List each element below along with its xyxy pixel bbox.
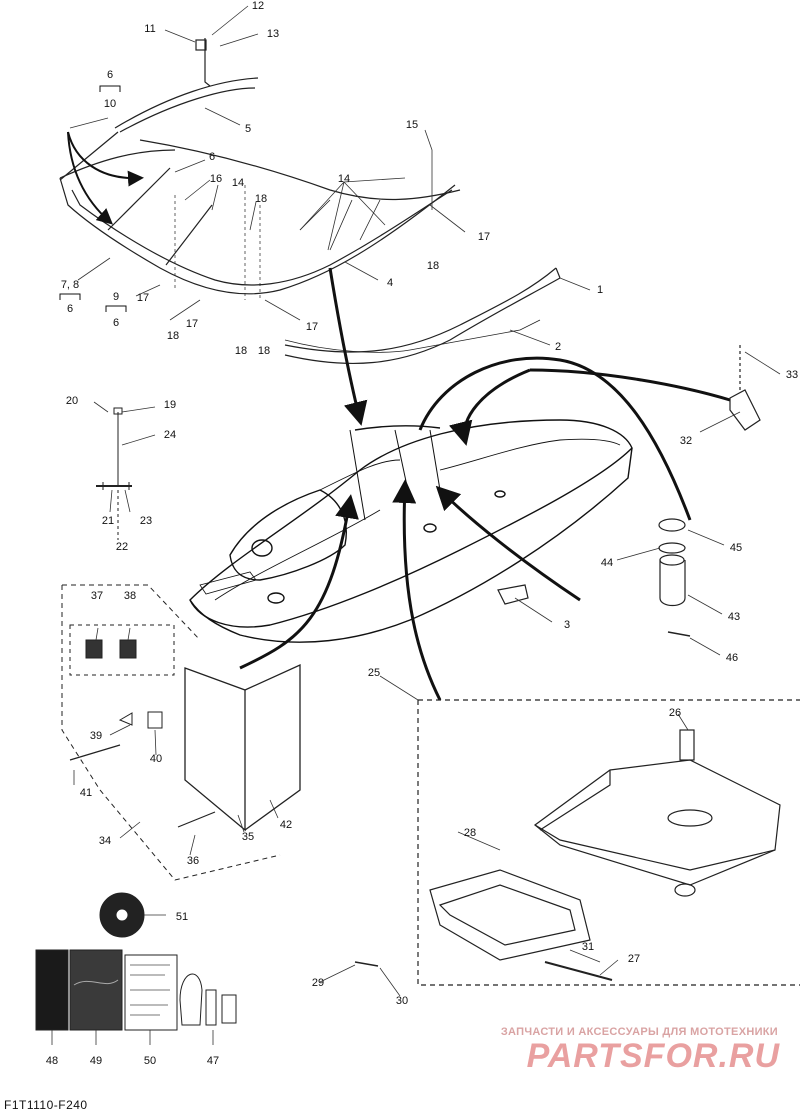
callout-33: 33 <box>786 369 798 381</box>
callout-21: 21 <box>102 515 114 527</box>
callout-22: 22 <box>116 541 128 553</box>
callout-49: 49 <box>90 1055 102 1067</box>
callout-6: 6 <box>209 151 215 163</box>
callout-3: 3 <box>564 619 570 631</box>
callout-1: 1 <box>597 284 603 296</box>
callout-5: 5 <box>245 123 251 135</box>
callout-leaders <box>51 5 781 1045</box>
console-cover-group <box>354 699 800 986</box>
documents-group <box>35 892 237 1031</box>
callout-47: 47 <box>207 1055 219 1067</box>
callout-31: 31 <box>582 941 594 953</box>
callout-6: 6 <box>107 69 113 81</box>
callout-40: 40 <box>150 753 162 765</box>
callout-4: 4 <box>387 277 393 289</box>
callout-18: 18 <box>258 345 270 357</box>
diagram-part-code: F1T1110-F240 <box>4 1098 88 1112</box>
group-brackets <box>59 85 127 312</box>
callout-45: 45 <box>730 542 742 554</box>
callout-41: 41 <box>80 787 92 799</box>
callout-48: 48 <box>46 1055 58 1067</box>
callout-30: 30 <box>396 995 408 1007</box>
callout-37: 37 <box>91 590 103 602</box>
callout-6: 6 <box>67 303 73 315</box>
bolt-bracket-group <box>96 407 132 540</box>
callout-32: 32 <box>680 435 692 447</box>
callout-17: 17 <box>478 231 490 243</box>
callout-51: 51 <box>176 911 188 923</box>
callout-18: 18 <box>427 260 439 272</box>
right-side-parts <box>497 345 761 637</box>
callout-16: 16 <box>210 173 222 185</box>
callout-50: 50 <box>144 1055 156 1067</box>
callout-10: 10 <box>104 98 116 110</box>
callout-18: 18 <box>167 330 179 342</box>
callout-13: 13 <box>267 28 279 40</box>
callout-35: 35 <box>242 831 254 843</box>
hatch-assembly <box>61 584 301 881</box>
callout-17: 17 <box>137 292 149 304</box>
rail-parts <box>284 267 561 365</box>
callout-43: 43 <box>728 611 740 623</box>
callout-18: 18 <box>255 193 267 205</box>
callout-14: 14 <box>232 177 244 189</box>
callout-7-8: 7, 8 <box>61 279 79 291</box>
callout-46: 46 <box>726 652 738 664</box>
watermark-logo: PARTSFOR.RU <box>526 1037 780 1075</box>
watermark-tagline: ЗАПЧАСТИ И АКСЕССУАРЫ ДЛЯ МОТОТЕХНИКИ <box>500 1026 778 1038</box>
callout-17: 17 <box>186 318 198 330</box>
callout-labels: 11 12 13 6 10 5 15 6 16 14 14 18 17 18 4… <box>46 0 798 1067</box>
callout-34: 34 <box>99 835 111 847</box>
callout-6: 6 <box>113 317 119 329</box>
callout-15: 15 <box>406 119 418 131</box>
callout-28: 28 <box>464 827 476 839</box>
callout-9: 9 <box>113 291 119 303</box>
windshield-frame-assembly <box>59 38 461 300</box>
callout-20: 20 <box>66 395 78 407</box>
boat-hull <box>189 419 633 643</box>
callout-12: 12 <box>252 0 264 12</box>
callout-26: 26 <box>669 707 681 719</box>
leader-arrows <box>67 131 731 701</box>
callout-25: 25 <box>368 667 380 679</box>
callout-17: 17 <box>306 321 318 333</box>
callout-23: 23 <box>140 515 152 527</box>
callout-36: 36 <box>187 855 199 867</box>
callout-2: 2 <box>555 341 561 353</box>
callout-44: 44 <box>601 557 613 569</box>
callout-14: 14 <box>338 173 350 185</box>
callout-29: 29 <box>312 977 324 989</box>
callout-11: 11 <box>144 23 155 35</box>
callout-27: 27 <box>628 953 640 965</box>
callout-39: 39 <box>90 730 102 742</box>
callout-24: 24 <box>164 429 176 441</box>
callout-19: 19 <box>164 399 176 411</box>
callout-42: 42 <box>280 819 292 831</box>
callout-38: 38 <box>124 590 136 602</box>
callout-18: 18 <box>235 345 247 357</box>
